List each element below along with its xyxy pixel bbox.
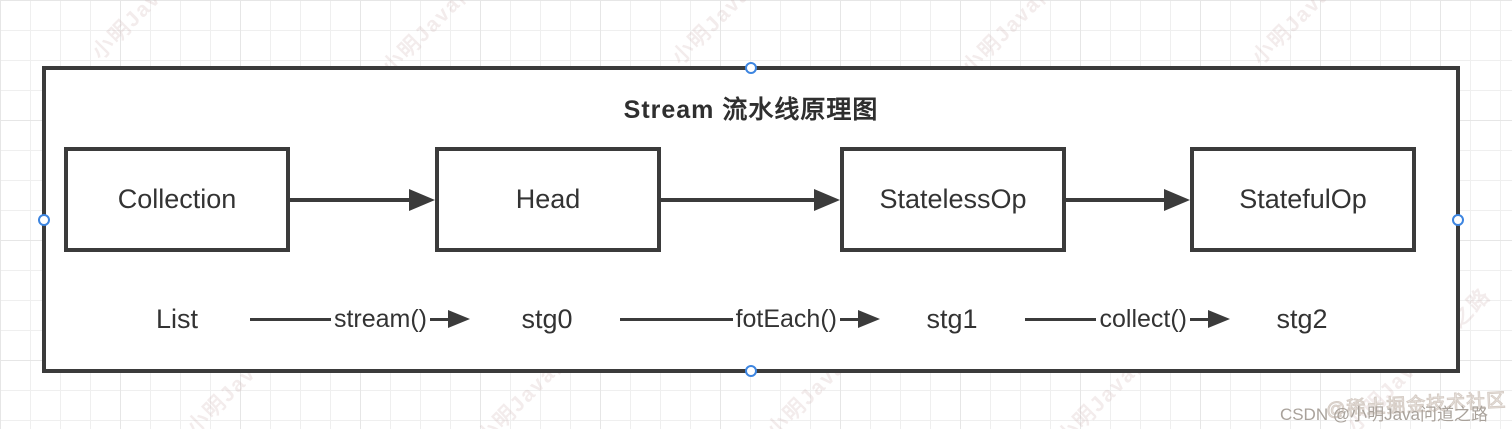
arrowhead-icon <box>858 310 880 328</box>
operation-label: fotEach() <box>735 304 837 333</box>
node-collection[interactable]: Collection <box>64 147 290 252</box>
arrow-stream-call[interactable]: stream() <box>250 298 470 340</box>
arrow-shaft <box>840 317 858 321</box>
pipeline-stage-list: List <box>155 303 199 334</box>
arrow-shaft <box>1190 317 1208 321</box>
arrow-shaft <box>290 198 409 202</box>
arrowhead-icon <box>1164 189 1190 211</box>
node-statelessop[interactable]: StatelessOp <box>840 147 1066 252</box>
arrow-collect-call[interactable]: collect() <box>1025 298 1230 340</box>
diagram-title: Stream 流水线原理图 <box>623 96 879 124</box>
pipeline-stage-stg0: stg0 <box>521 303 573 334</box>
operation-label: stream() <box>333 304 427 333</box>
arrowhead-icon <box>409 189 435 211</box>
arrow-head-to-statelessop[interactable] <box>661 188 840 212</box>
arrowhead-icon <box>1208 310 1230 328</box>
arrow-collection-to-head[interactable] <box>290 188 435 212</box>
connection-handle-left[interactable] <box>38 213 50 226</box>
arrowhead-icon <box>448 310 470 328</box>
operation-label: collect() <box>1099 304 1187 333</box>
stream-pipeline-frame[interactable]: Stream 流水线原理图 Collection Head StatelessO… <box>38 62 1464 377</box>
node-label: Collection <box>117 184 237 214</box>
arrow-shaft <box>430 317 448 321</box>
arrow-shaft <box>1066 198 1164 202</box>
arrow-shaft <box>250 317 331 321</box>
connection-handle-top[interactable] <box>745 62 757 74</box>
node-head[interactable]: Head <box>435 147 661 252</box>
arrow-shaft <box>1025 317 1097 321</box>
diagonal-watermark-text: 小明Java问道之路 <box>1244 0 1401 71</box>
node-label: StatelessOp <box>879 184 1027 214</box>
pipeline-stage-stg1: stg1 <box>926 303 978 334</box>
arrow-foteach-call[interactable]: fotEach() <box>620 298 880 340</box>
csdn-watermark: CSDN @小明Java问道之路 <box>1279 405 1488 424</box>
node-statefulop[interactable]: StatefulOp <box>1190 147 1416 252</box>
connection-handle-bottom[interactable] <box>745 365 757 377</box>
arrow-shaft <box>661 198 814 202</box>
arrowhead-icon <box>814 189 840 211</box>
connection-handle-right[interactable] <box>1452 213 1464 226</box>
pipeline-stage-stg2: stg2 <box>1276 303 1328 334</box>
arrow-shaft <box>620 317 733 321</box>
arrow-statelessop-to-statefulop[interactable] <box>1066 188 1190 212</box>
node-label: StatefulOp <box>1239 184 1367 214</box>
diagonal-watermark-text: 小明Java问道之路 <box>84 0 241 66</box>
diagonal-watermark-text: 小明Java问道之路 <box>664 0 821 71</box>
node-label: Head <box>515 184 581 214</box>
